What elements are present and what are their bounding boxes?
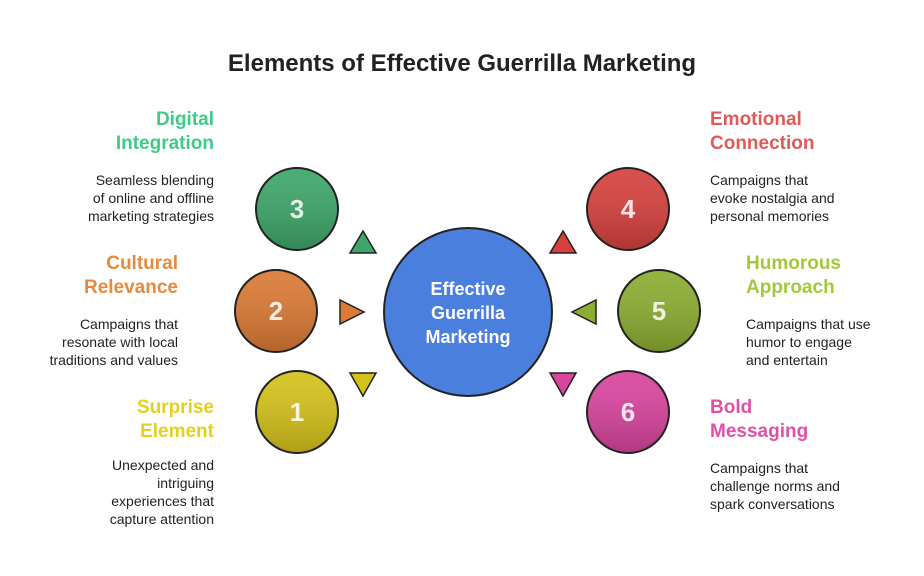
heading-digital-integration: Digital Integration xyxy=(115,109,214,154)
node-2-number: 2 xyxy=(269,296,283,326)
node-4-number: 4 xyxy=(621,194,636,224)
description-surprise-element: Unexpected and intriguing experiences th… xyxy=(109,457,214,527)
heading-cultural-relevance: Cultural Relevance xyxy=(83,253,178,298)
node-5: 5 xyxy=(617,269,701,353)
node-3: 3 xyxy=(255,167,339,251)
center-circle xyxy=(383,227,553,397)
node-3-number: 3 xyxy=(290,194,304,224)
center-label: Effective Guerrilla Marketing xyxy=(425,279,511,347)
node-6-number: 6 xyxy=(621,397,635,427)
arrow-2-triangle xyxy=(339,298,366,326)
arrow-3-triangle xyxy=(348,229,378,254)
heading-humorous-approach: Humorous Approach xyxy=(746,253,841,298)
description-emotional-connection: Campaigns that evoke nostalgia and perso… xyxy=(710,172,835,224)
node-4: 4 xyxy=(586,167,670,251)
node-2: 2 xyxy=(234,269,318,353)
arrow-4-triangle xyxy=(548,229,578,254)
page-title: Elements of Effective Guerrilla Marketin… xyxy=(227,50,697,77)
description-humorous-approach: Campaigns that use humor to engage and e… xyxy=(746,316,871,368)
description-digital-integration: Seamless blending of online and offline … xyxy=(87,172,214,224)
node-1-number: 1 xyxy=(290,397,304,427)
node-6: 6 xyxy=(586,370,670,454)
arrow-6-triangle xyxy=(548,372,578,398)
heading-emotional-connection: Emotional Connection xyxy=(710,109,815,154)
arrow-5-triangle xyxy=(570,298,597,326)
arrow-1-triangle xyxy=(348,372,378,398)
node-5-number: 5 xyxy=(652,296,666,326)
node-1: 1 xyxy=(255,370,339,454)
heading-bold-messaging: Bold Messaging xyxy=(710,397,809,442)
heading-surprise-element: Surprise Element xyxy=(136,397,214,442)
description-bold-messaging: Campaigns that challenge norms and spark… xyxy=(710,460,840,512)
description-cultural-relevance: Campaigns that resonate with local tradi… xyxy=(49,316,178,368)
